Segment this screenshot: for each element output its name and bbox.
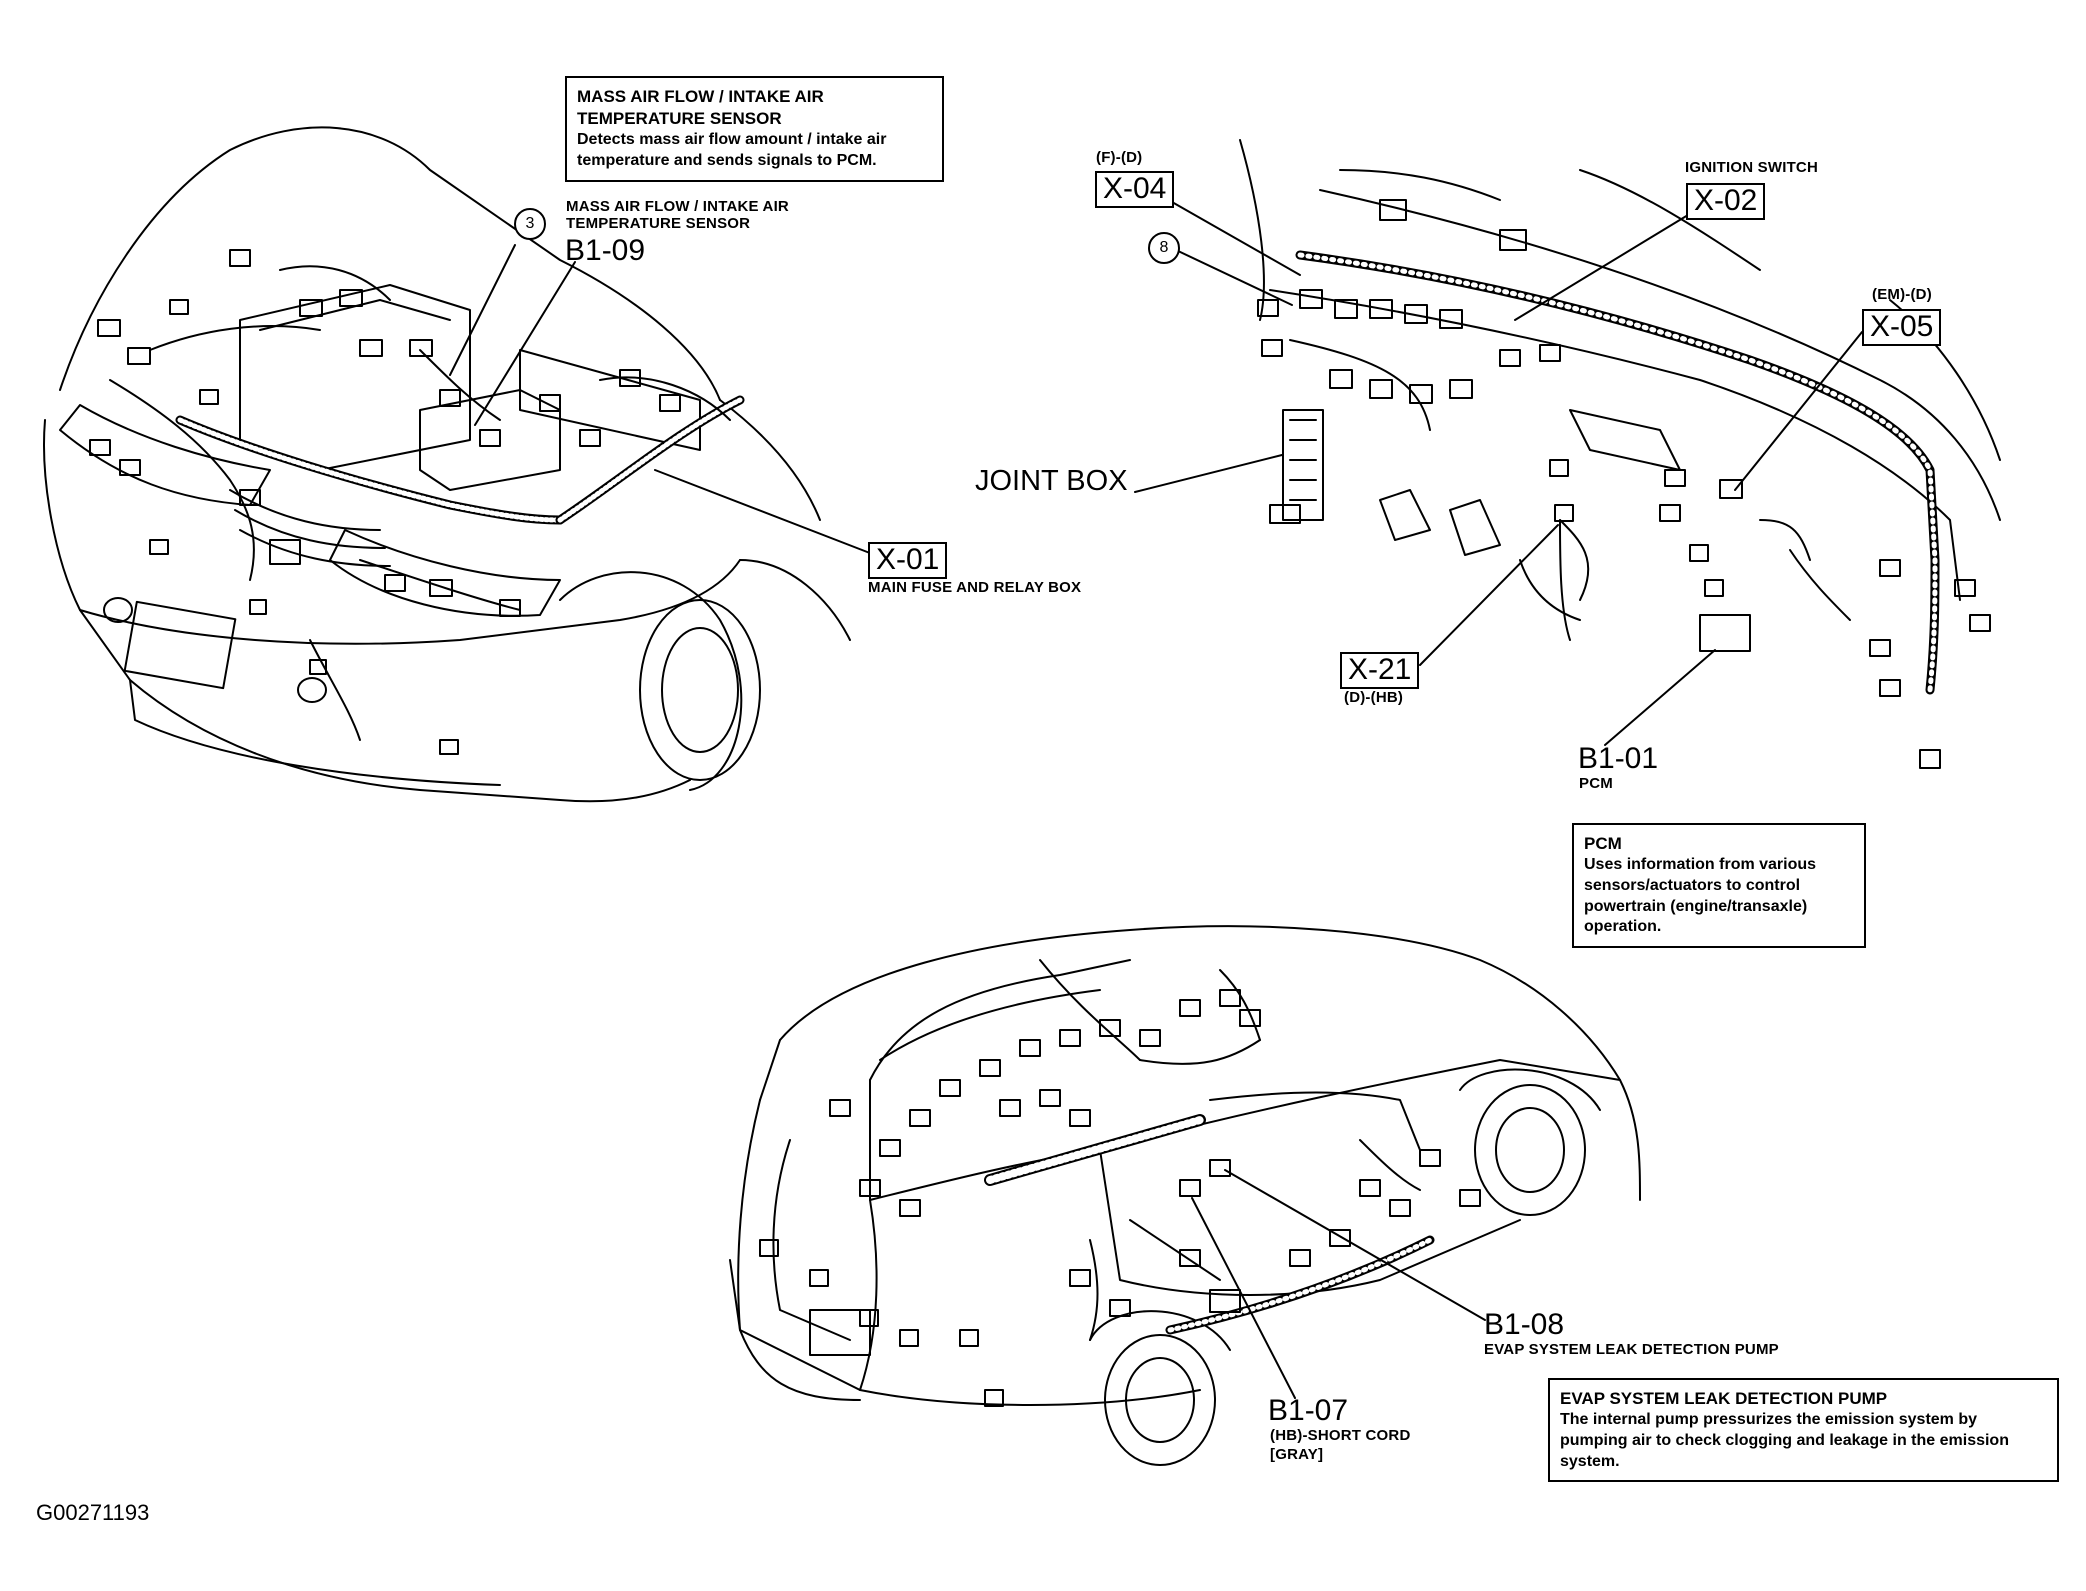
evap-note: EVAP SYSTEM LEAK DETECTION PUMP The inte… <box>1548 1378 2059 1483</box>
leader-x-04 <box>1164 197 1301 276</box>
connector-x-01-label: X-01 <box>868 542 948 579</box>
leader-circle-3 <box>449 244 516 376</box>
connector-x-02-label: X-02 <box>1686 183 1766 220</box>
rear-body-view <box>729 925 1641 1466</box>
x-04-prefix-label: (F)-(D) <box>1096 149 1143 166</box>
engine-bay-view <box>43 126 851 803</box>
ignition-switch-label: IGNITION SWITCH <box>1685 159 1818 176</box>
connector-b1-07-label: B1-07 <box>1268 1394 1349 1427</box>
maf-sensor-note-body: Detects mass air flow amount / intake ai… <box>577 131 887 169</box>
maf-sensor-note: MASS AIR FLOW / INTAKE AIR TEMPERATURE S… <box>565 76 944 182</box>
connector-x-05-label: X-05 <box>1862 309 1942 346</box>
leader-circle-8 <box>1175 249 1293 306</box>
leader-b1-01 <box>1604 649 1716 746</box>
connector-x-04-label: X-04 <box>1095 171 1175 208</box>
maf-sensor-small-label: MASS AIR FLOW / INTAKE AIR TEMPERATURE S… <box>566 198 789 233</box>
leader-joint-box <box>1134 454 1283 493</box>
leader-b1-07 <box>1191 1197 1296 1399</box>
b1-07-short-cord-label: (HB)-SHORT CORD <box>1270 1427 1411 1444</box>
evap-pump-connector-label: EVAP SYSTEM LEAK DETECTION PUMP <box>1484 1341 1779 1358</box>
maf-sensor-note-title: MASS AIR FLOW / INTAKE AIR TEMPERATURE S… <box>577 87 824 129</box>
connector-b1-09-label: B1-09 <box>565 234 646 267</box>
figure-id: G00271193 <box>36 1500 150 1525</box>
pcm-note-body: Uses information from various sensors/ac… <box>1584 856 1817 936</box>
b1-07-color-label: [GRAY] <box>1270 1446 1324 1463</box>
b1-01-pcm-label: PCM <box>1579 775 1613 792</box>
dashboard-view <box>1239 139 2001 769</box>
pcm-note: PCM Uses information from various sensor… <box>1572 823 1866 949</box>
evap-note-body: The internal pump pressurizes the emissi… <box>1560 1411 2009 1470</box>
leader-x-05 <box>1734 331 1863 491</box>
main-fuse-relay-box-label: MAIN FUSE AND RELAY BOX <box>868 579 1082 596</box>
x-21-suffix-label: (D)-(HB) <box>1344 689 1404 706</box>
leader-x-21 <box>1419 524 1559 666</box>
leader-x-01 <box>654 469 876 556</box>
leader-b1-08 <box>1224 1169 1486 1321</box>
callout-circle-8: 8 <box>1148 232 1180 264</box>
joint-box-label: JOINT BOX <box>975 465 1128 497</box>
leader-x-02 <box>1514 214 1689 321</box>
connector-b1-08-label: B1-08 <box>1484 1308 1565 1341</box>
connector-x-21-label: X-21 <box>1340 652 1420 689</box>
x-05-prefix-label: (EM)-(D) <box>1872 286 1932 303</box>
callout-circle-3: 3 <box>514 208 546 240</box>
evap-note-title: EVAP SYSTEM LEAK DETECTION PUMP <box>1560 1389 1888 1408</box>
leader-b1-09 <box>474 261 576 426</box>
connector-b1-01-label: B1-01 <box>1578 742 1659 775</box>
pcm-note-title: PCM <box>1584 834 1622 853</box>
